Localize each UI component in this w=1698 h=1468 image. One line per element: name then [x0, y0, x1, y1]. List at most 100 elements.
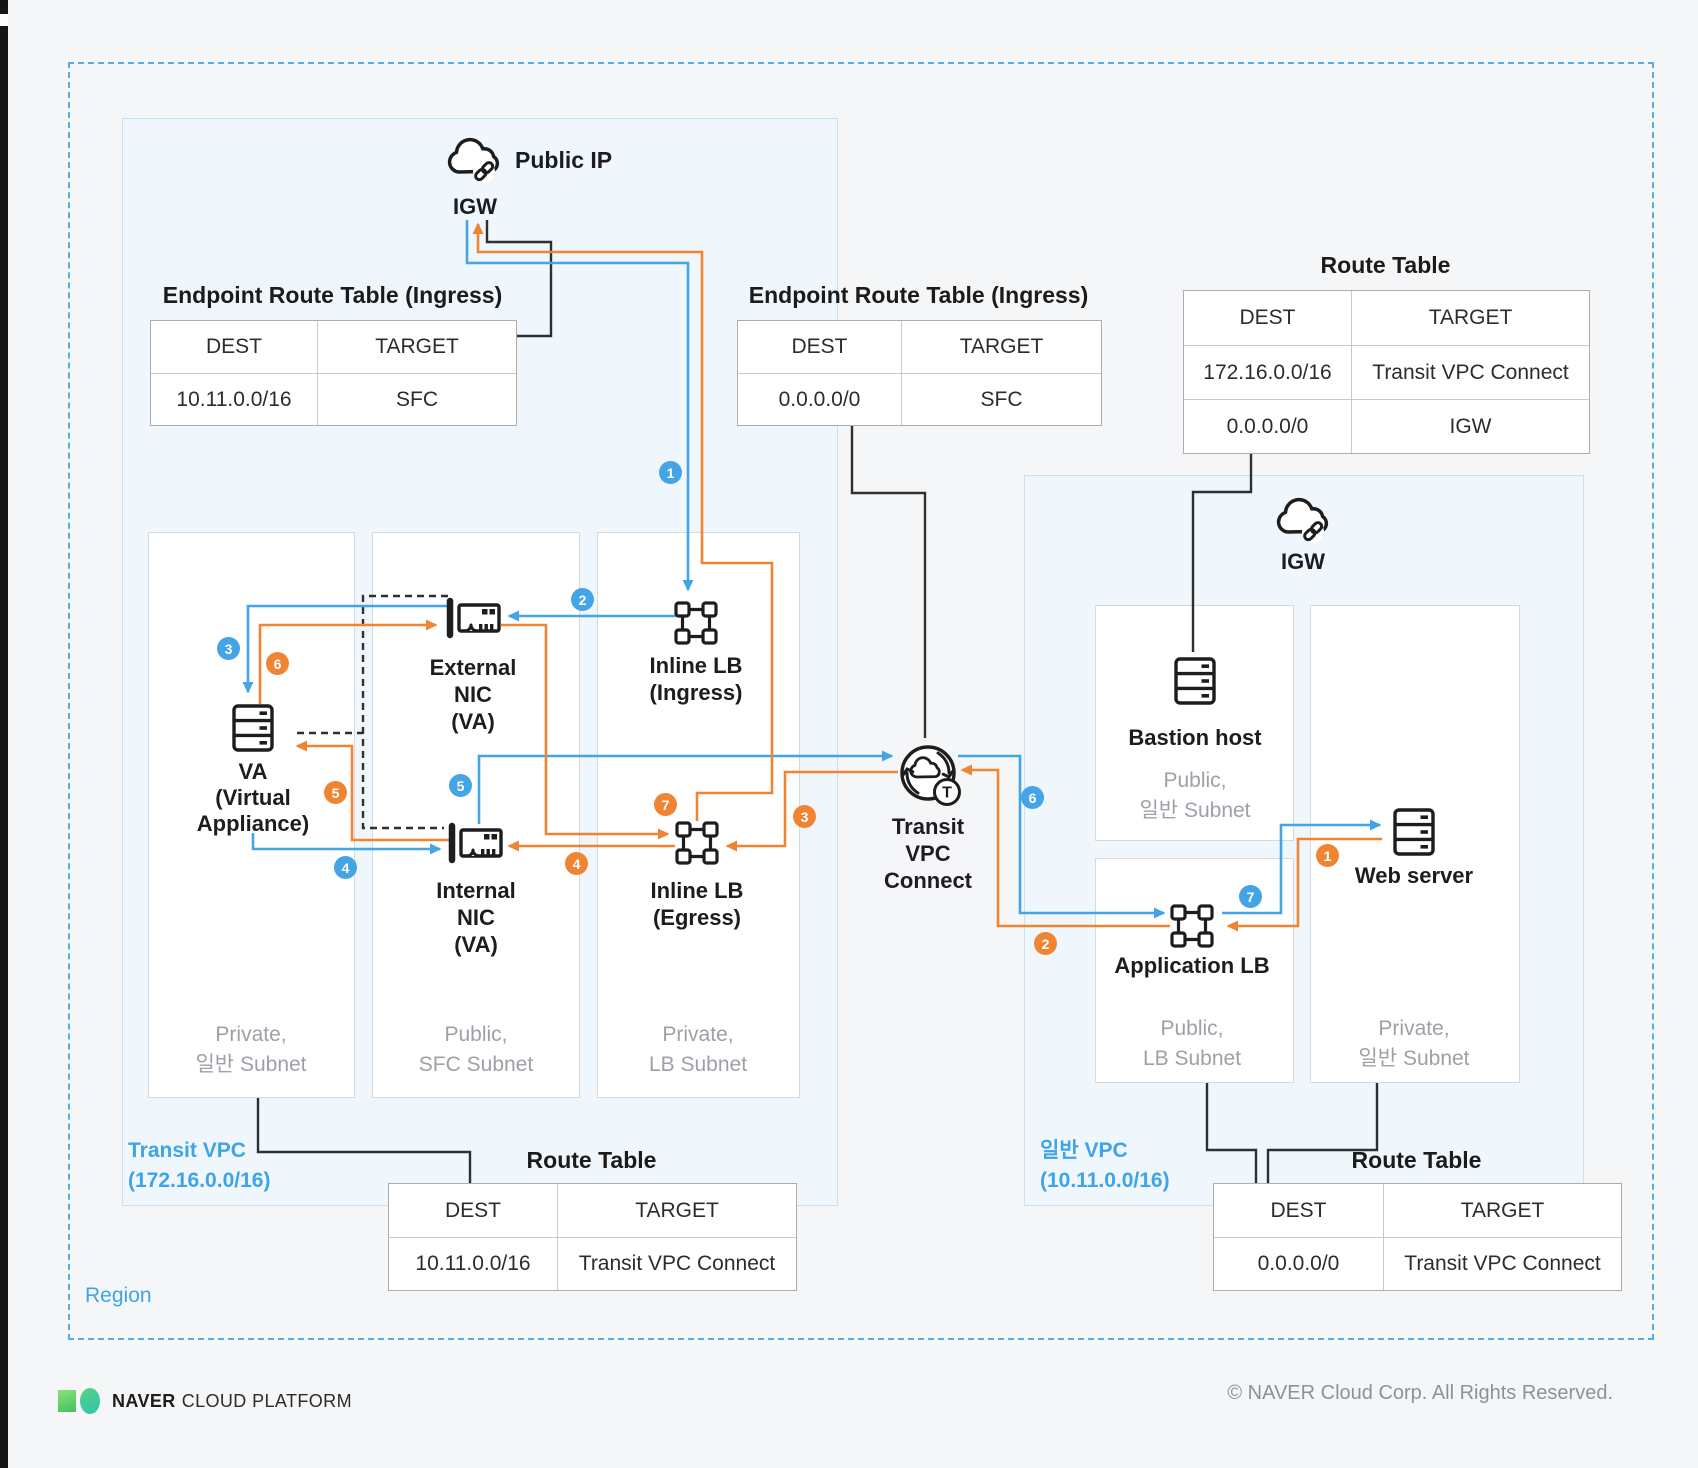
transit-vpc-label: Transit VPC (172.16.0.0/16): [128, 1136, 270, 1196]
subnet-label-transit-private-lb: Private, LB Subnet: [649, 1020, 747, 1080]
ingress-step-badge-2: 2: [571, 588, 594, 611]
table-cell-target: Transit VPC Connect: [557, 1237, 796, 1290]
bastion-host-icon: [1174, 657, 1216, 705]
region-label: Region: [85, 1284, 152, 1307]
ingress-step-badge-7: 7: [1239, 885, 1262, 908]
col-header-dest: DEST: [791, 335, 848, 358]
va-line2: (Virtual: [215, 785, 291, 810]
subnet-transit-private-general: [148, 532, 355, 1098]
dashed-nic-group: [361, 594, 448, 830]
flow-orange-6-va-to-external-nic: [258, 619, 438, 704]
internal-nic-line1: Internal: [436, 878, 516, 903]
bastion-host-label: Bastion host: [1128, 725, 1262, 750]
flow-blue-7-application-lb-to-web-server: [1222, 819, 1382, 915]
subnet-line: Private,: [215, 1023, 287, 1046]
ingress-step-badge-4: 4: [334, 856, 357, 879]
table-cell-target: Transit VPC Connect: [1383, 1237, 1621, 1290]
col-header-target: TARGET: [1383, 1184, 1621, 1237]
transit-vpc-connect-label: Transit VPC Connect: [884, 813, 972, 894]
egress-step-badge-5: 5: [324, 781, 347, 804]
naver-logo-square-icon: [58, 1390, 76, 1412]
region-boundary: [68, 62, 1654, 1340]
web-server-label: Web server: [1354, 863, 1474, 888]
line-endpoint-table-mid-to-tvc: [850, 424, 927, 738]
public-ip-label: Public IP: [515, 147, 613, 173]
subnet-label-general-private-general: Private, 일반 Subnet: [1358, 1014, 1469, 1074]
ingress-step-badge-6: 6: [1021, 786, 1044, 809]
egress-step-badge-4: 4: [565, 852, 588, 875]
application-lb-icon: [1170, 904, 1214, 948]
subnet-label-general-public-general: Public, 일반 Subnet: [1139, 766, 1250, 826]
inline-lb-ingress-label: Inline LB (Ingress): [650, 652, 743, 706]
egress-step-badge-7: 7: [654, 793, 677, 816]
inline-lb-egress-line2: (Egress): [652, 905, 742, 930]
flow-blue-5-internal-nic-to-tvc: [477, 750, 894, 824]
subnet-label-general-public-lb: Public, LB Subnet: [1143, 1014, 1241, 1074]
web-server-icon: [1393, 808, 1435, 856]
table-cell-target: IGW: [1351, 399, 1589, 453]
flow-orange-2-application-lb-to-tvc: [960, 764, 1170, 928]
ingress-step-badge-5: 5: [449, 774, 472, 797]
igw-right-label: IGW: [1281, 549, 1325, 574]
line-lb-subnet-to-route-table-bottom-right: [1205, 1083, 1258, 1183]
inline-lb-egress-label: Inline LB (Egress): [651, 877, 744, 931]
subnet-label-transit-private-general: Private, 일반 Subnet: [195, 1020, 306, 1080]
tvc-line2: VPC: [905, 841, 951, 866]
internal-nic-line3: (VA): [454, 932, 498, 957]
tvc-line3: Connect: [884, 868, 972, 893]
flow-orange-egress-lb-to-igw: [472, 222, 774, 821]
general-vpc-name: 일반 VPC: [1040, 1139, 1128, 1162]
egress-step-badge-3: 3: [793, 805, 816, 828]
endpoint-route-table-left: DEST TARGET 10.11.0.0/16 SFC: [150, 320, 517, 426]
col-header-dest: DEST: [444, 1198, 501, 1222]
inline-lb-ingress-line2: (Ingress): [649, 680, 743, 705]
table-cell-dest: 0.0.0.0/0: [1214, 1237, 1383, 1290]
subnet-line: Public,: [1160, 1017, 1224, 1040]
subnet-line: 일반 Subnet: [1358, 1047, 1470, 1070]
col-header-target: TARGET: [557, 1184, 796, 1237]
col-header-dest: DEST: [205, 335, 262, 358]
endpoint-route-table-mid-title: Endpoint Route Table (Ingress): [748, 282, 1089, 308]
transit-vpc-name: Transit VPC: [128, 1139, 246, 1162]
igw-top-label: IGW: [453, 194, 497, 219]
inline-lb-egress-line1: Inline LB: [650, 878, 744, 903]
egress-step-badge-2: 2: [1034, 932, 1057, 955]
endpoint-route-table-left-title: Endpoint Route Table (Ingress): [162, 282, 503, 308]
subnet-line: 일반 Subnet: [195, 1053, 307, 1076]
table-cell-target: SFC: [901, 373, 1101, 425]
route-table-bottom-right: DEST TARGET 0.0.0.0/0 Transit VPC Connec…: [1213, 1183, 1622, 1291]
col-header-target: TARGET: [1351, 291, 1589, 345]
subnet-line: SFC Subnet: [418, 1053, 534, 1076]
table-cell-target: SFC: [317, 373, 516, 425]
copyright-text: © NAVER Cloud Corp. All Rights Reserved.: [1227, 1382, 1613, 1404]
route-table-bottom-left: DEST TARGET 10.11.0.0/16 Transit VPC Con…: [388, 1183, 797, 1291]
col-header-dest: DEST: [1239, 306, 1296, 329]
egress-step-badge-1: 1: [1316, 844, 1339, 867]
flow-blue-1-igw-to-inline-lb-ingress: [465, 220, 694, 592]
subnet-line: Private,: [1378, 1017, 1450, 1040]
route-table-bottom-right-title: Route Table: [1351, 1147, 1482, 1173]
subnet-line: LB Subnet: [1142, 1047, 1242, 1070]
subnet-general-public-general: [1095, 605, 1294, 841]
subnet-line: Public,: [1163, 769, 1227, 792]
route-table-top-right-title: Route Table: [1320, 252, 1451, 278]
transit-vpc-cidr: (172.16.0.0/16): [128, 1169, 271, 1192]
col-header-target: TARGET: [317, 321, 516, 373]
va-nic-dashed-association: [297, 594, 448, 830]
table-cell-dest: 0.0.0.0/0: [1184, 399, 1351, 453]
inline-lb-ingress-line1: Inline LB: [649, 653, 743, 678]
black-connectors: [256, 220, 1379, 1183]
line-general-subnet-to-route-table-bottom-right: [1266, 1083, 1379, 1183]
subnet-general-private-general: [1310, 605, 1520, 1083]
flow-blue-4-va-to-internal-nic: [251, 833, 442, 855]
ingress-step-badge-1: 1: [659, 461, 682, 484]
application-lb-label: Application LB: [1114, 953, 1270, 978]
internal-nic-line2: NIC: [457, 905, 495, 930]
virtual-appliance-icon: [232, 704, 274, 752]
transit-vpc-connect-icon: [900, 745, 962, 807]
subnet-line: 일반 Subnet: [1139, 799, 1251, 822]
